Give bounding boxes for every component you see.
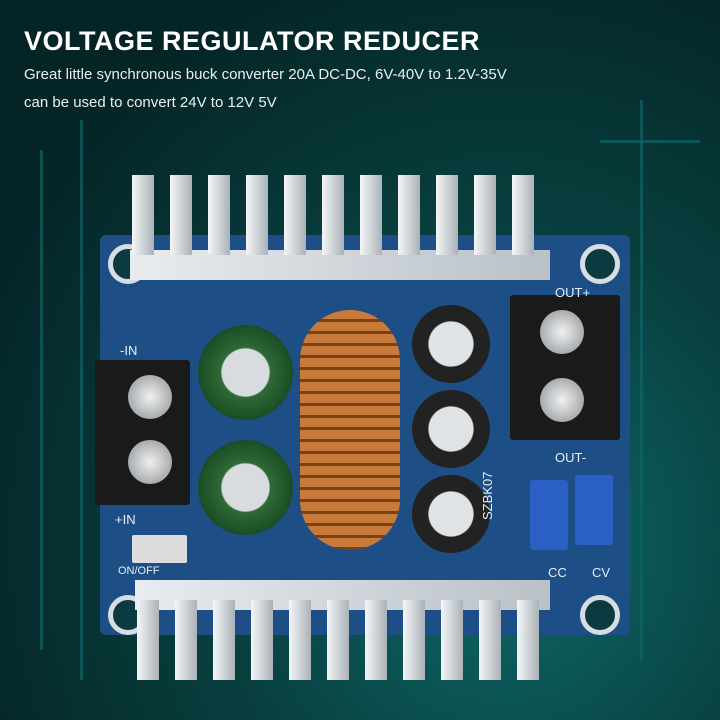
screw (128, 440, 172, 484)
description-line: can be used to convert 24V to 12V 5V (24, 94, 277, 111)
mount-hole (580, 244, 620, 284)
potentiometer-cc (530, 480, 568, 550)
capacitor (198, 440, 293, 535)
screw (540, 310, 584, 354)
label-out-minus: OUT- (555, 450, 587, 465)
label-in-minus: -IN (120, 343, 138, 358)
label-out-plus: OUT+ (555, 285, 591, 300)
capacitor (412, 305, 490, 383)
circuit-trace (640, 100, 643, 660)
circuit-trace (600, 140, 700, 143)
description-line: Great little synchronous buck converter … (24, 66, 507, 83)
power-switch (132, 535, 187, 563)
capacitor (412, 475, 490, 553)
capacitor (412, 390, 490, 468)
label-cc: CC (548, 565, 567, 580)
circuit-trace (40, 150, 43, 650)
mount-hole (580, 595, 620, 635)
screw (540, 378, 584, 422)
capacitor (198, 325, 293, 420)
label-in-plus: +IN (115, 512, 136, 527)
label-cv: CV (592, 565, 611, 580)
label-model: SZBK07 (480, 471, 495, 520)
label-switch: ON/OFF (118, 565, 160, 577)
screw (128, 375, 172, 419)
page-title: VOLTAGE REGULATOR REDUCER (24, 26, 481, 56)
circuit-trace (80, 120, 83, 680)
inductor-coil (300, 310, 400, 550)
potentiometer-cv (575, 475, 613, 545)
